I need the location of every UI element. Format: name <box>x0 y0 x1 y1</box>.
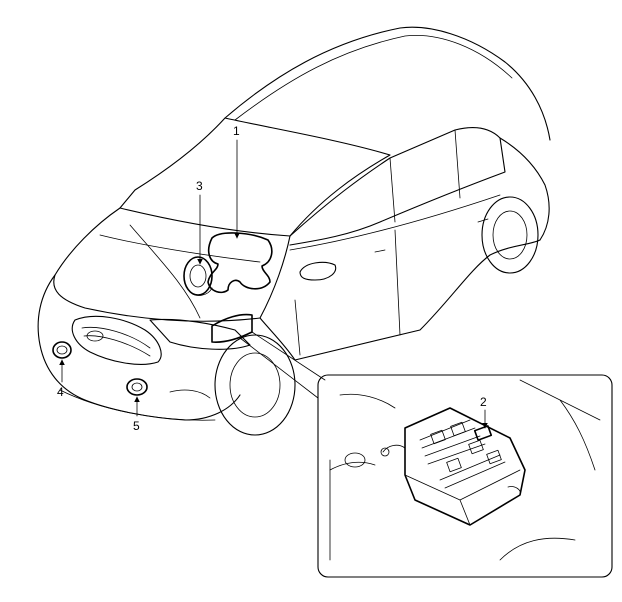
side-mirror <box>299 261 337 281</box>
callout-4-label: 4 <box>57 385 64 399</box>
front-bumper <box>37 274 241 421</box>
headlight <box>149 318 251 350</box>
component-4-module <box>52 341 72 359</box>
body-side <box>259 239 541 361</box>
component-3-module <box>183 256 213 296</box>
callout-2-label: 2 <box>480 395 487 409</box>
car-roof-outline <box>224 26 551 141</box>
car-illustration <box>37 26 551 436</box>
detail-inset <box>239 331 613 578</box>
component-2-module <box>473 425 493 441</box>
rear-wheel <box>481 196 539 274</box>
inset-fuse-rows <box>419 419 506 489</box>
inset-frame <box>317 374 613 578</box>
callout-leaders <box>59 139 488 429</box>
side-windows <box>289 127 506 246</box>
windshield <box>119 117 391 237</box>
grille <box>71 315 162 365</box>
callout-5-label: 5 <box>133 419 140 433</box>
junction-box-location <box>211 313 253 343</box>
callout-3-label: 3 <box>196 179 203 193</box>
component-5-module <box>126 378 148 396</box>
callout-1-label: 1 <box>233 124 240 138</box>
hood <box>53 207 291 322</box>
roof-rail <box>234 35 513 121</box>
front-wheel <box>214 334 296 436</box>
inset-fuse-box <box>404 407 526 526</box>
component-1-module <box>207 232 273 294</box>
